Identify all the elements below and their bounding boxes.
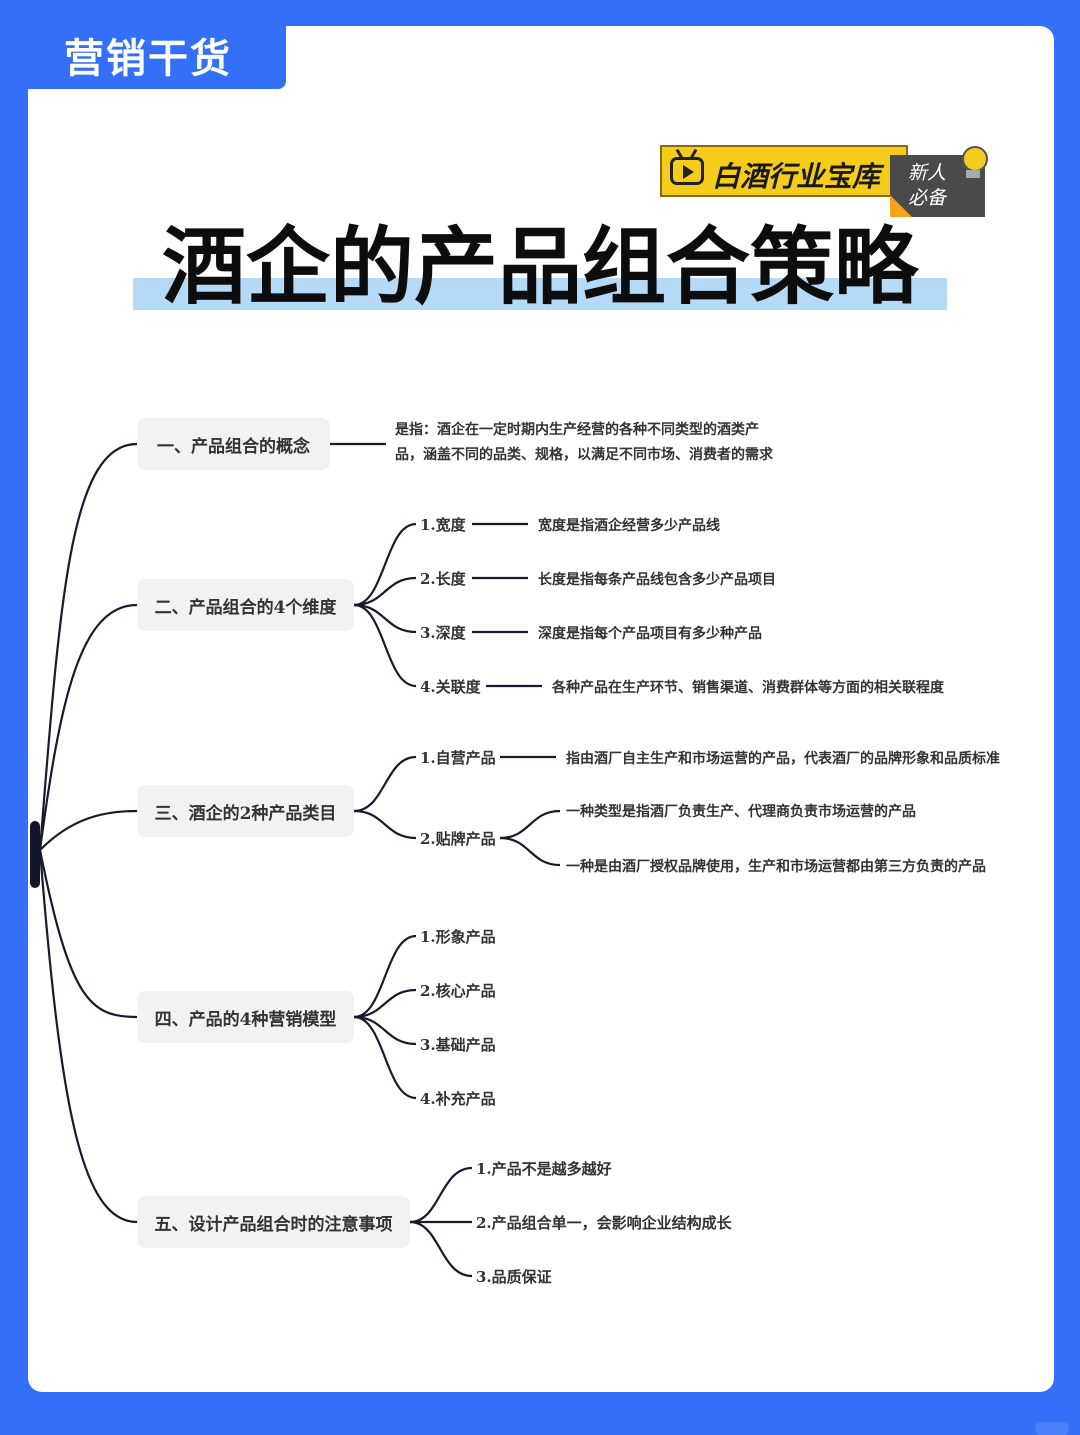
- leaf-oem-sub-1: 一种类型是指酒厂负责生产、代理商负责市场运营的产品: [566, 804, 916, 820]
- branch-node-dimensions[interactable]: 二、产品组合的4个维度: [137, 579, 354, 631]
- branch-node-concept[interactable]: 一、产品组合的概念: [137, 418, 330, 470]
- mindmap-root: [30, 821, 40, 888]
- leaf-core-product[interactable]: 2.核心产品: [420, 982, 496, 1000]
- branch-label: 四、产品的4种营销模型: [154, 1009, 337, 1030]
- leaf-width-description: 宽度是指酒企经营多少产品线: [538, 518, 720, 534]
- leaf-length[interactable]: 2.长度: [420, 570, 466, 588]
- leaf-self-operated[interactable]: 1.自营产品: [420, 749, 496, 767]
- leaf-not-more-better[interactable]: 1.产品不是越多越好: [476, 1160, 612, 1178]
- newbie-badge-label: 新人必备: [908, 162, 947, 209]
- lightbulb-base-icon: [966, 170, 980, 178]
- tv-play-icon: [670, 157, 704, 185]
- branch-node-marketing-models[interactable]: 四、产品的4种营销模型: [137, 991, 354, 1043]
- page-title: 酒企的产品组合策略: [161, 217, 918, 316]
- leaf-self-operated-description: 指由酒厂自主生产和市场运营的产品，代表酒厂的品牌形象和品质标准: [566, 751, 1000, 767]
- branch-node-considerations[interactable]: 五、设计产品组合时的注意事项: [137, 1196, 410, 1248]
- leaf-supplementary-product[interactable]: 4.补充产品: [420, 1090, 496, 1108]
- leaf-length-description: 长度是指每条产品线包含多少产品项目: [538, 572, 776, 588]
- leaf-oem[interactable]: 2.贴牌产品: [420, 830, 496, 848]
- leaf-depth[interactable]: 3.深度: [420, 624, 466, 642]
- leaf-depth-description: 深度是指每个产品项目有多少种产品: [538, 626, 762, 642]
- leaf-relevance-description: 各种产品在生产环节、销售渠道、消费群体等方面的相关联程度: [552, 680, 944, 696]
- category-tag: 营销干货: [0, 0, 286, 89]
- leaf-width[interactable]: 1.宽度: [420, 516, 466, 534]
- branch-label: 五、设计产品组合时的注意事项: [154, 1214, 393, 1235]
- title-highlight: [133, 278, 947, 310]
- concept-description: 是指：酒企在一定时期内生产经营的各种不同类型的酒类产品，涵盖不同的品类、规格，以…: [395, 422, 773, 463]
- leaf-image-product[interactable]: 1.形象产品: [420, 928, 496, 946]
- series-badge-label: 白酒行业宝库: [712, 160, 881, 193]
- lightbulb-icon: [962, 146, 988, 172]
- leaf-quality-assurance[interactable]: 3.品质保证: [476, 1268, 552, 1286]
- branch-label: 三、酒企的2种产品类目: [154, 803, 337, 824]
- leaf-relevance[interactable]: 4.关联度: [420, 678, 481, 696]
- corner-fold: [890, 195, 912, 217]
- category-tag-label: 营销干货: [64, 36, 232, 82]
- branch-label: 二、产品组合的4个维度: [154, 597, 337, 618]
- leaf-basic-product[interactable]: 3.基础产品: [420, 1036, 496, 1054]
- leaf-oem-sub-2: 一种是由酒厂授权品牌使用，生产和市场运营都由第三方负责的产品: [566, 859, 986, 875]
- branch-label: 一、产品组合的概念: [157, 436, 310, 457]
- watermark: [1035, 1422, 1069, 1435]
- branch-node-categories[interactable]: 三、酒企的2种产品类目: [137, 785, 354, 837]
- content-card: [28, 26, 1054, 1392]
- leaf-single-combination[interactable]: 2.产品组合单一，会影响企业结构成长: [476, 1214, 732, 1232]
